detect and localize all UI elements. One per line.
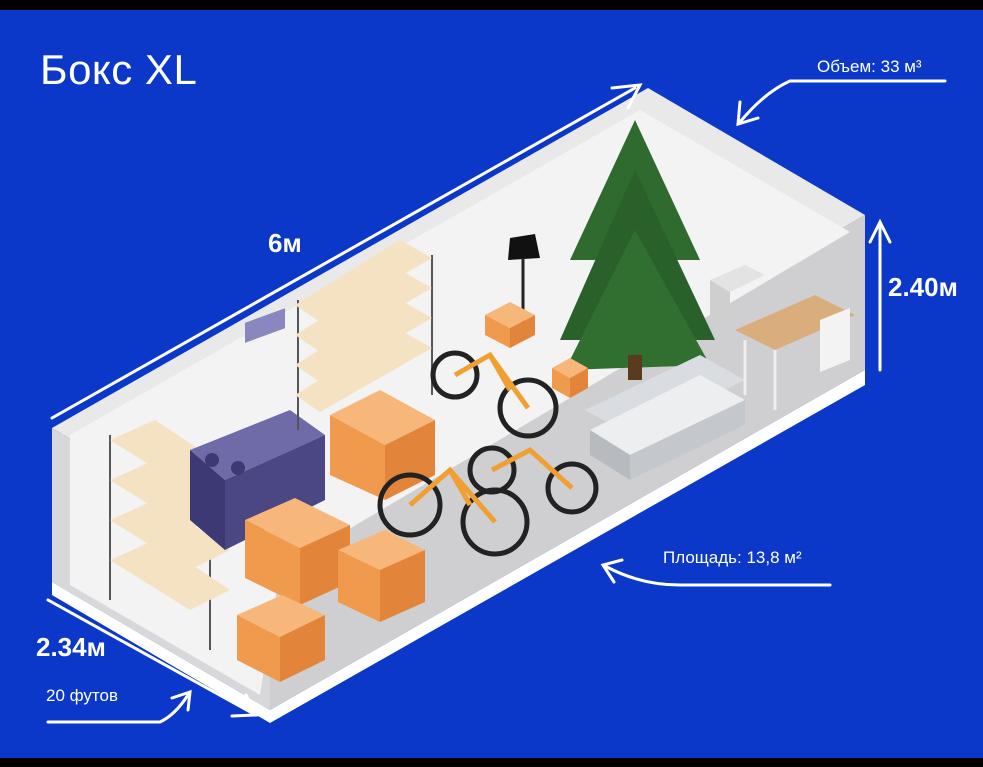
width-arrow [46, 598, 254, 715]
desk [710, 265, 855, 410]
page-title: Бокс XL [40, 46, 198, 93]
width-arrow-head [230, 693, 259, 718]
volume-label: Объем: 33 м³ [817, 57, 922, 76]
feet-label: 20 футов [46, 686, 119, 705]
length-arrow [50, 86, 637, 420]
bicycles [377, 350, 599, 557]
storage-box-illustration [46, 79, 947, 724]
area-pointer-head [600, 558, 624, 584]
area-pointer [603, 564, 832, 587]
feet-pointer [46, 693, 190, 724]
volume-pointer [738, 79, 947, 124]
length-arrow-head [610, 83, 643, 110]
height-label: 2.40м [888, 272, 958, 302]
dimension-arrows [46, 79, 947, 724]
area-label: Площадь: 13,8 м² [663, 548, 802, 567]
feet-pointer-head [170, 689, 192, 712]
volume-pointer-head [736, 100, 760, 127]
christmas-tree [560, 120, 715, 380]
cardboard-boxes [237, 302, 588, 682]
shelf-rack-middle [295, 240, 433, 430]
storage-box-banner: Бокс XL 6м 2.40м 2.34м 20 футов Площадь:… [0, 10, 983, 758]
sofa [585, 355, 745, 480]
width-label: 2.34м [36, 632, 106, 662]
height-arrow-head [868, 218, 892, 244]
length-label: 6м [268, 228, 302, 258]
